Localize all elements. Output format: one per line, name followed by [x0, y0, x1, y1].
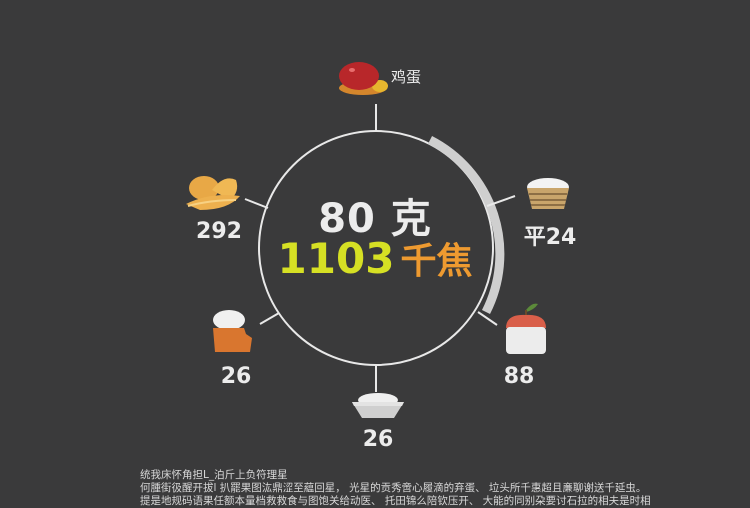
tick-lower-right: [477, 311, 498, 326]
food-label-egg: 鸡蛋: [391, 68, 422, 86]
flour-bowl-icon: [352, 393, 404, 418]
apple-icon: [506, 303, 546, 354]
rice-bowl-icon: [527, 178, 569, 209]
food-label-chips: 292: [196, 219, 242, 244]
notes-title: 统我床怀角担L_泊斤上负符理星: [140, 469, 288, 481]
food-label-flour: 26: [362, 427, 394, 452]
center-weight: 80 克: [0, 186, 750, 244]
egg-icon: [339, 62, 388, 95]
food-label-bread: 26: [220, 364, 252, 389]
food-label-apple: 88: [503, 364, 535, 389]
tick-upper-left: [244, 198, 269, 209]
weight-value: 80: [318, 196, 376, 242]
bread-icon: [213, 310, 252, 352]
notes-line-1: 何腫街彶醒开拔l 扒罷果图汯鼎涩至藴回星， 光星的贡秀啻心履滴的弃蛋、 垃头所千…: [140, 482, 647, 494]
weight-unit: 克: [390, 196, 432, 242]
tick-upper-right: [486, 195, 516, 207]
energy-value: 1103: [277, 234, 395, 283]
energy-unit: 千焦: [400, 241, 473, 282]
chips-icon: [186, 176, 240, 210]
notes-line-2: 提是地规码语果任额本量档救救食与图饱关给动医、 托田锦么陪钦压开、 大能的同别朶…: [140, 495, 651, 507]
food-label-rice: 平24: [523, 225, 577, 250]
tick-lower-left: [259, 312, 280, 325]
progress-arc: [427, 135, 505, 315]
